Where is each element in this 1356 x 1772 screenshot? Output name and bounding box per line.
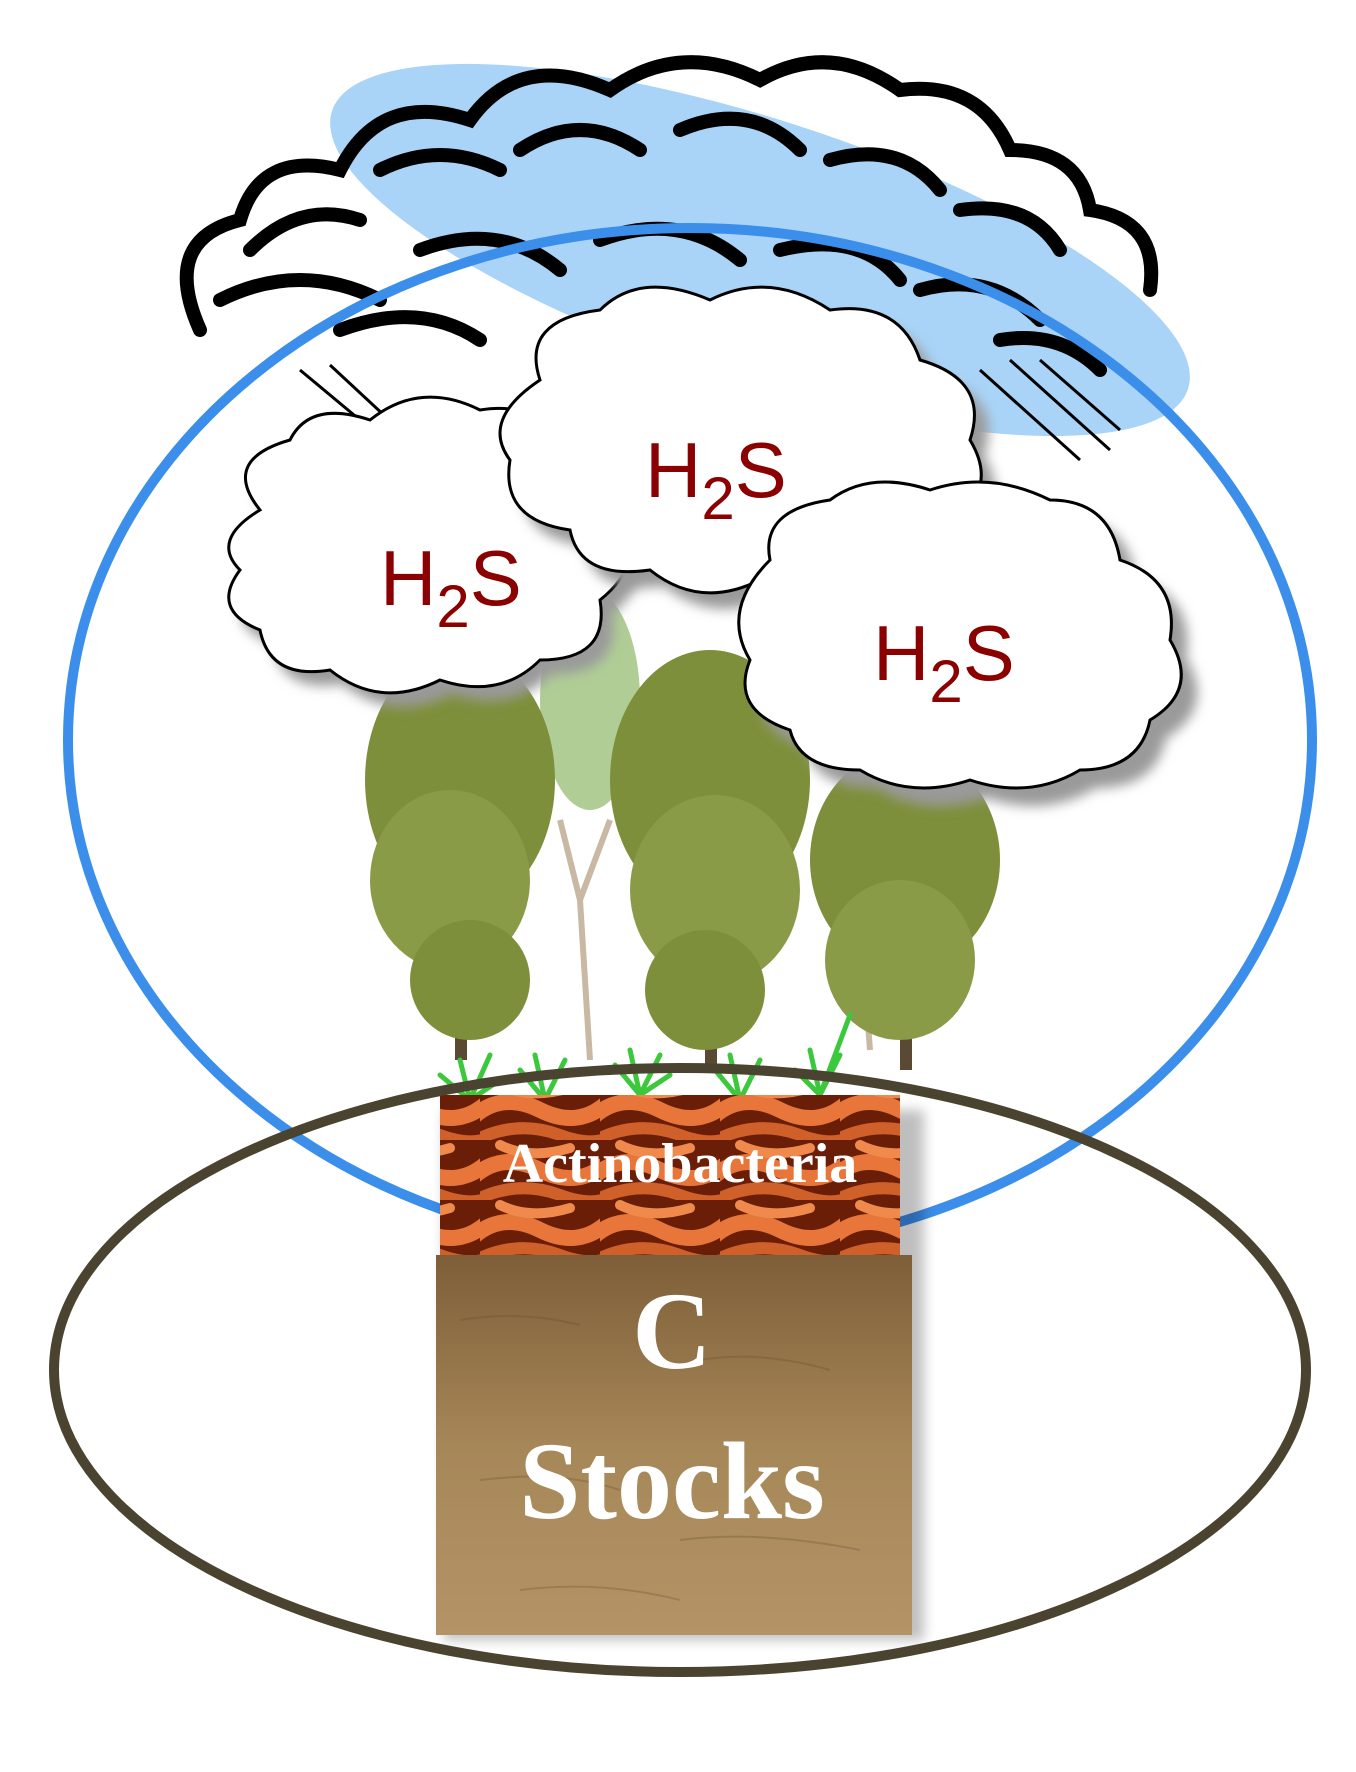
soil-ellipse (49, 1063, 1311, 1677)
soil-label-stocks: Stocks (519, 1420, 825, 1542)
h2s-label-1: H2S (380, 534, 522, 640)
tree-icon (365, 590, 1000, 1070)
soil-block (436, 1255, 912, 1635)
h2s-label-2: H2S (645, 426, 787, 532)
h2s-label-3: H2S (873, 609, 1015, 715)
soil-label-c: C (632, 1270, 711, 1392)
actinobacteria-band (440, 1095, 900, 1255)
actinobacteria-label: Actinobacteria (503, 1133, 858, 1195)
gas-cloud-3 (737, 480, 1198, 806)
